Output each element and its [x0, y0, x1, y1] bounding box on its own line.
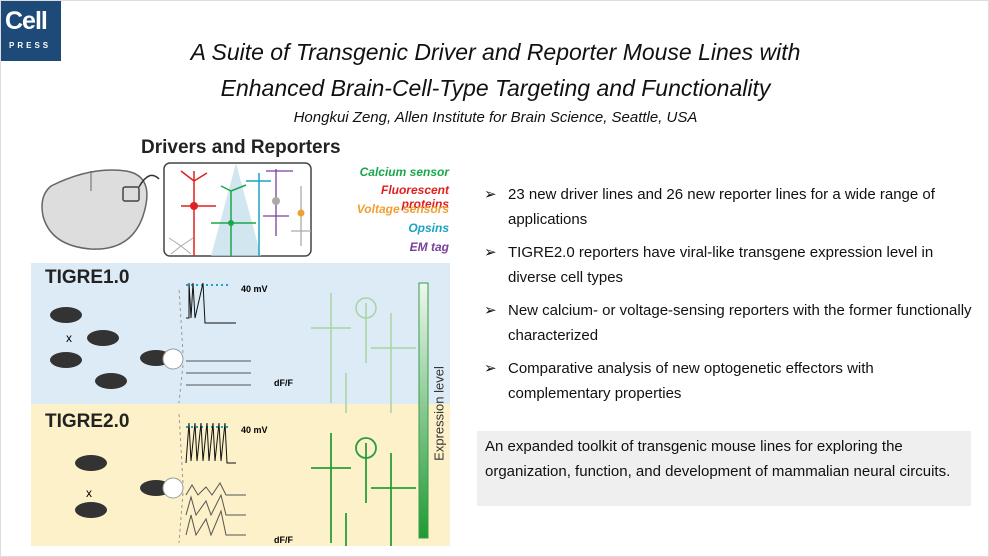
logo-subtext: PRESS	[9, 41, 52, 50]
scale-40mv-2: 40 mV	[241, 425, 268, 435]
bullet-item: ➢ 23 new driver lines and 26 new reporter…	[484, 182, 974, 232]
arrow-bullet-icon: ➢	[484, 244, 497, 261]
arrow-bullet-icon: ➢	[484, 360, 497, 377]
title-line-1: A Suite of Transgenic Driver and Reporte…	[190, 39, 801, 65]
summary-box: An expanded toolkit of transgenic mouse …	[477, 431, 971, 506]
label-voltage-sensors: Voltage sensors	[356, 202, 449, 216]
title-line-2: Enhanced Brain-Cell-Type Targeting and F…	[220, 75, 771, 101]
tigre2-panel	[31, 404, 450, 546]
logo-text: Cell	[5, 7, 48, 35]
cross-symbol-1: x	[66, 331, 72, 345]
tigre-illustration	[50, 282, 429, 546]
scale-dff-2: dF/F	[274, 535, 293, 545]
bullet-item: ➢ Comparative analysis of new optogenetic…	[484, 356, 974, 406]
bullet-text: New calcium- or voltage-sensing reporter…	[508, 302, 972, 344]
bullet-text: Comparative analysis of new optogenetic …	[508, 360, 874, 402]
arrow-bullet-icon: ➢	[484, 302, 497, 319]
author-line: Hongkui Zeng, Allen Institute for Brain …	[293, 109, 698, 126]
cross-symbol-2: x	[86, 486, 92, 500]
expression-level-bar	[418, 282, 429, 539]
section-title: Drivers and Reporters	[141, 137, 341, 158]
bullet-text: TIGRE2.0 reporters have viral-like trans…	[508, 244, 934, 286]
label-opsins: Opsins	[408, 221, 449, 235]
bullet-list: ➢ 23 new driver lines and 26 new reporter…	[484, 182, 974, 414]
tigre1-label: TIGRE1.0	[45, 267, 130, 288]
label-em-tag: EM tag	[409, 240, 449, 254]
expression-level-label: Expression level	[431, 366, 447, 461]
bullet-text: 23 new driver lines and 26 new reporter …	[508, 186, 935, 228]
brain-illustration	[41, 162, 312, 257]
arrow-bullet-icon: ➢	[484, 186, 497, 203]
scale-40mv-1: 40 mV	[241, 284, 268, 294]
tigre2-label: TIGRE2.0	[45, 411, 130, 432]
scale-dff-1: dF/F	[274, 378, 293, 388]
bullet-item: ➢ TIGRE2.0 reporters have viral-like tran…	[484, 240, 974, 290]
label-fluorescent-proteins: Fluorescent proteins	[380, 183, 449, 211]
bullet-item: ➢ New calcium- or voltage-sensing reporte…	[484, 298, 974, 348]
label-calcium-sensor: Calcium sensor	[359, 165, 449, 179]
cell-press-logo: Cell PRESS	[1, 1, 61, 61]
